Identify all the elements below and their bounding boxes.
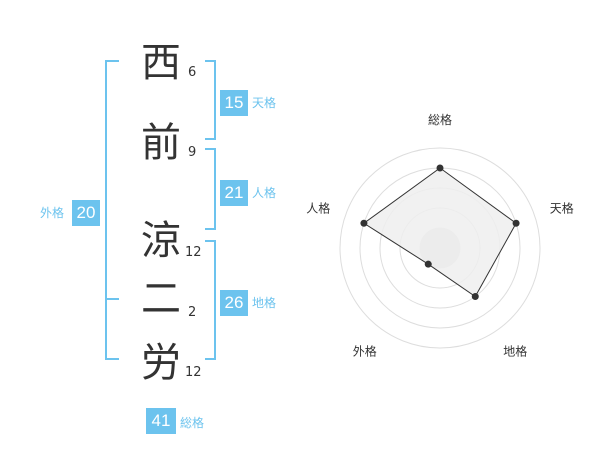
radar-grid-ring <box>339 147 541 349</box>
gaikaku-label: 外格 <box>40 206 65 220</box>
name-char-3: 涼 <box>141 218 181 264</box>
name-char-4: 二 <box>141 276 181 322</box>
radar-point-2 <box>512 219 520 227</box>
radar-data-area <box>363 167 517 298</box>
radar-axis-label-4: 外格 <box>353 344 377 359</box>
name-char-1: 西 <box>141 40 181 86</box>
chikaku-badge: 26 <box>220 290 248 316</box>
jinkaku-label: 人格 <box>252 186 277 200</box>
radar-point-1 <box>436 164 444 172</box>
name-char-2: 前 <box>141 120 181 166</box>
stroke-count-3: 12 <box>185 245 202 260</box>
tenkaku-label: 天格 <box>252 96 277 110</box>
name-char-5: 労 <box>141 340 181 386</box>
stroke-count-4: 2 <box>188 305 197 320</box>
jinkaku-badge: 21 <box>220 180 248 206</box>
stroke-count-2: 9 <box>188 145 197 160</box>
radar-point-3 <box>471 293 479 301</box>
stroke-count-5: 12 <box>185 365 202 380</box>
radar-axis-label-2: 天格 <box>550 200 574 215</box>
soukaku-label: 総格 <box>180 416 205 430</box>
radar-axis-label-1: 総格 <box>428 112 452 127</box>
chikaku-label: 地格 <box>252 296 277 310</box>
stroke-count-1: 6 <box>188 65 197 80</box>
tenkaku-badge: 15 <box>220 90 248 116</box>
radar-point-5 <box>360 219 368 227</box>
radar-axis-label-5: 人格 <box>306 200 330 215</box>
gaikaku-badge: 20 <box>72 200 100 226</box>
radar-point-4 <box>424 260 432 268</box>
soukaku-badge: 41 <box>146 408 176 434</box>
radar-axis-label-3: 地格 <box>503 344 527 359</box>
